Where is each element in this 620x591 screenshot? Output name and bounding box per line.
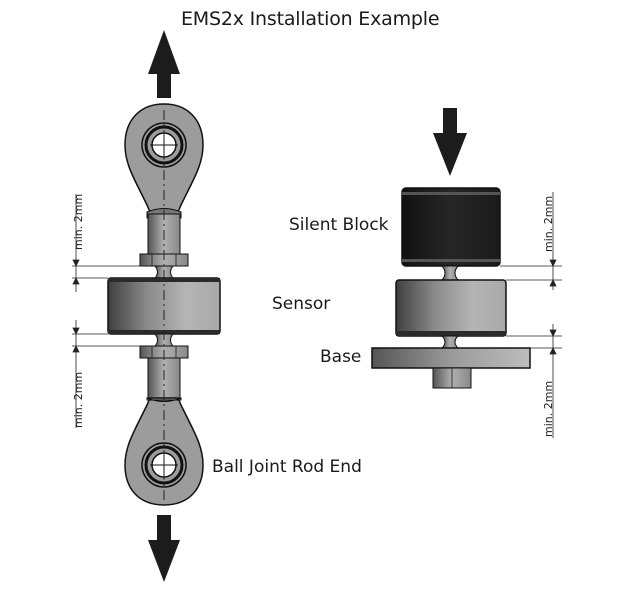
diagram-title: EMS2x Installation Example	[181, 8, 440, 30]
label-silent-block: Silent Block	[289, 215, 389, 235]
base-plate	[371, 347, 531, 369]
arrow-down-icon	[433, 108, 467, 176]
arrow-down-icon	[148, 515, 180, 582]
label-base: Base	[320, 347, 362, 367]
sensor-right	[395, 279, 507, 337]
silent-block	[401, 187, 501, 267]
dimension-label-right-upper: min. 2mm	[542, 195, 555, 252]
label-sensor: Sensor	[272, 294, 331, 314]
dimension-label-right-lower: min. 2mm	[542, 380, 555, 437]
stud-lower	[440, 335, 460, 349]
dimension-left	[72, 194, 140, 428]
arrow-up-icon	[148, 30, 180, 98]
dimension-label-left-upper: min. 2mm	[72, 193, 85, 250]
stud-upper	[440, 265, 460, 281]
label-ball-joint-rod-end: Ball Joint Rod End	[212, 457, 362, 477]
dimension-label-left-lower: min. 2mm	[72, 371, 85, 428]
nut	[432, 367, 472, 389]
dimension-right	[500, 192, 562, 438]
